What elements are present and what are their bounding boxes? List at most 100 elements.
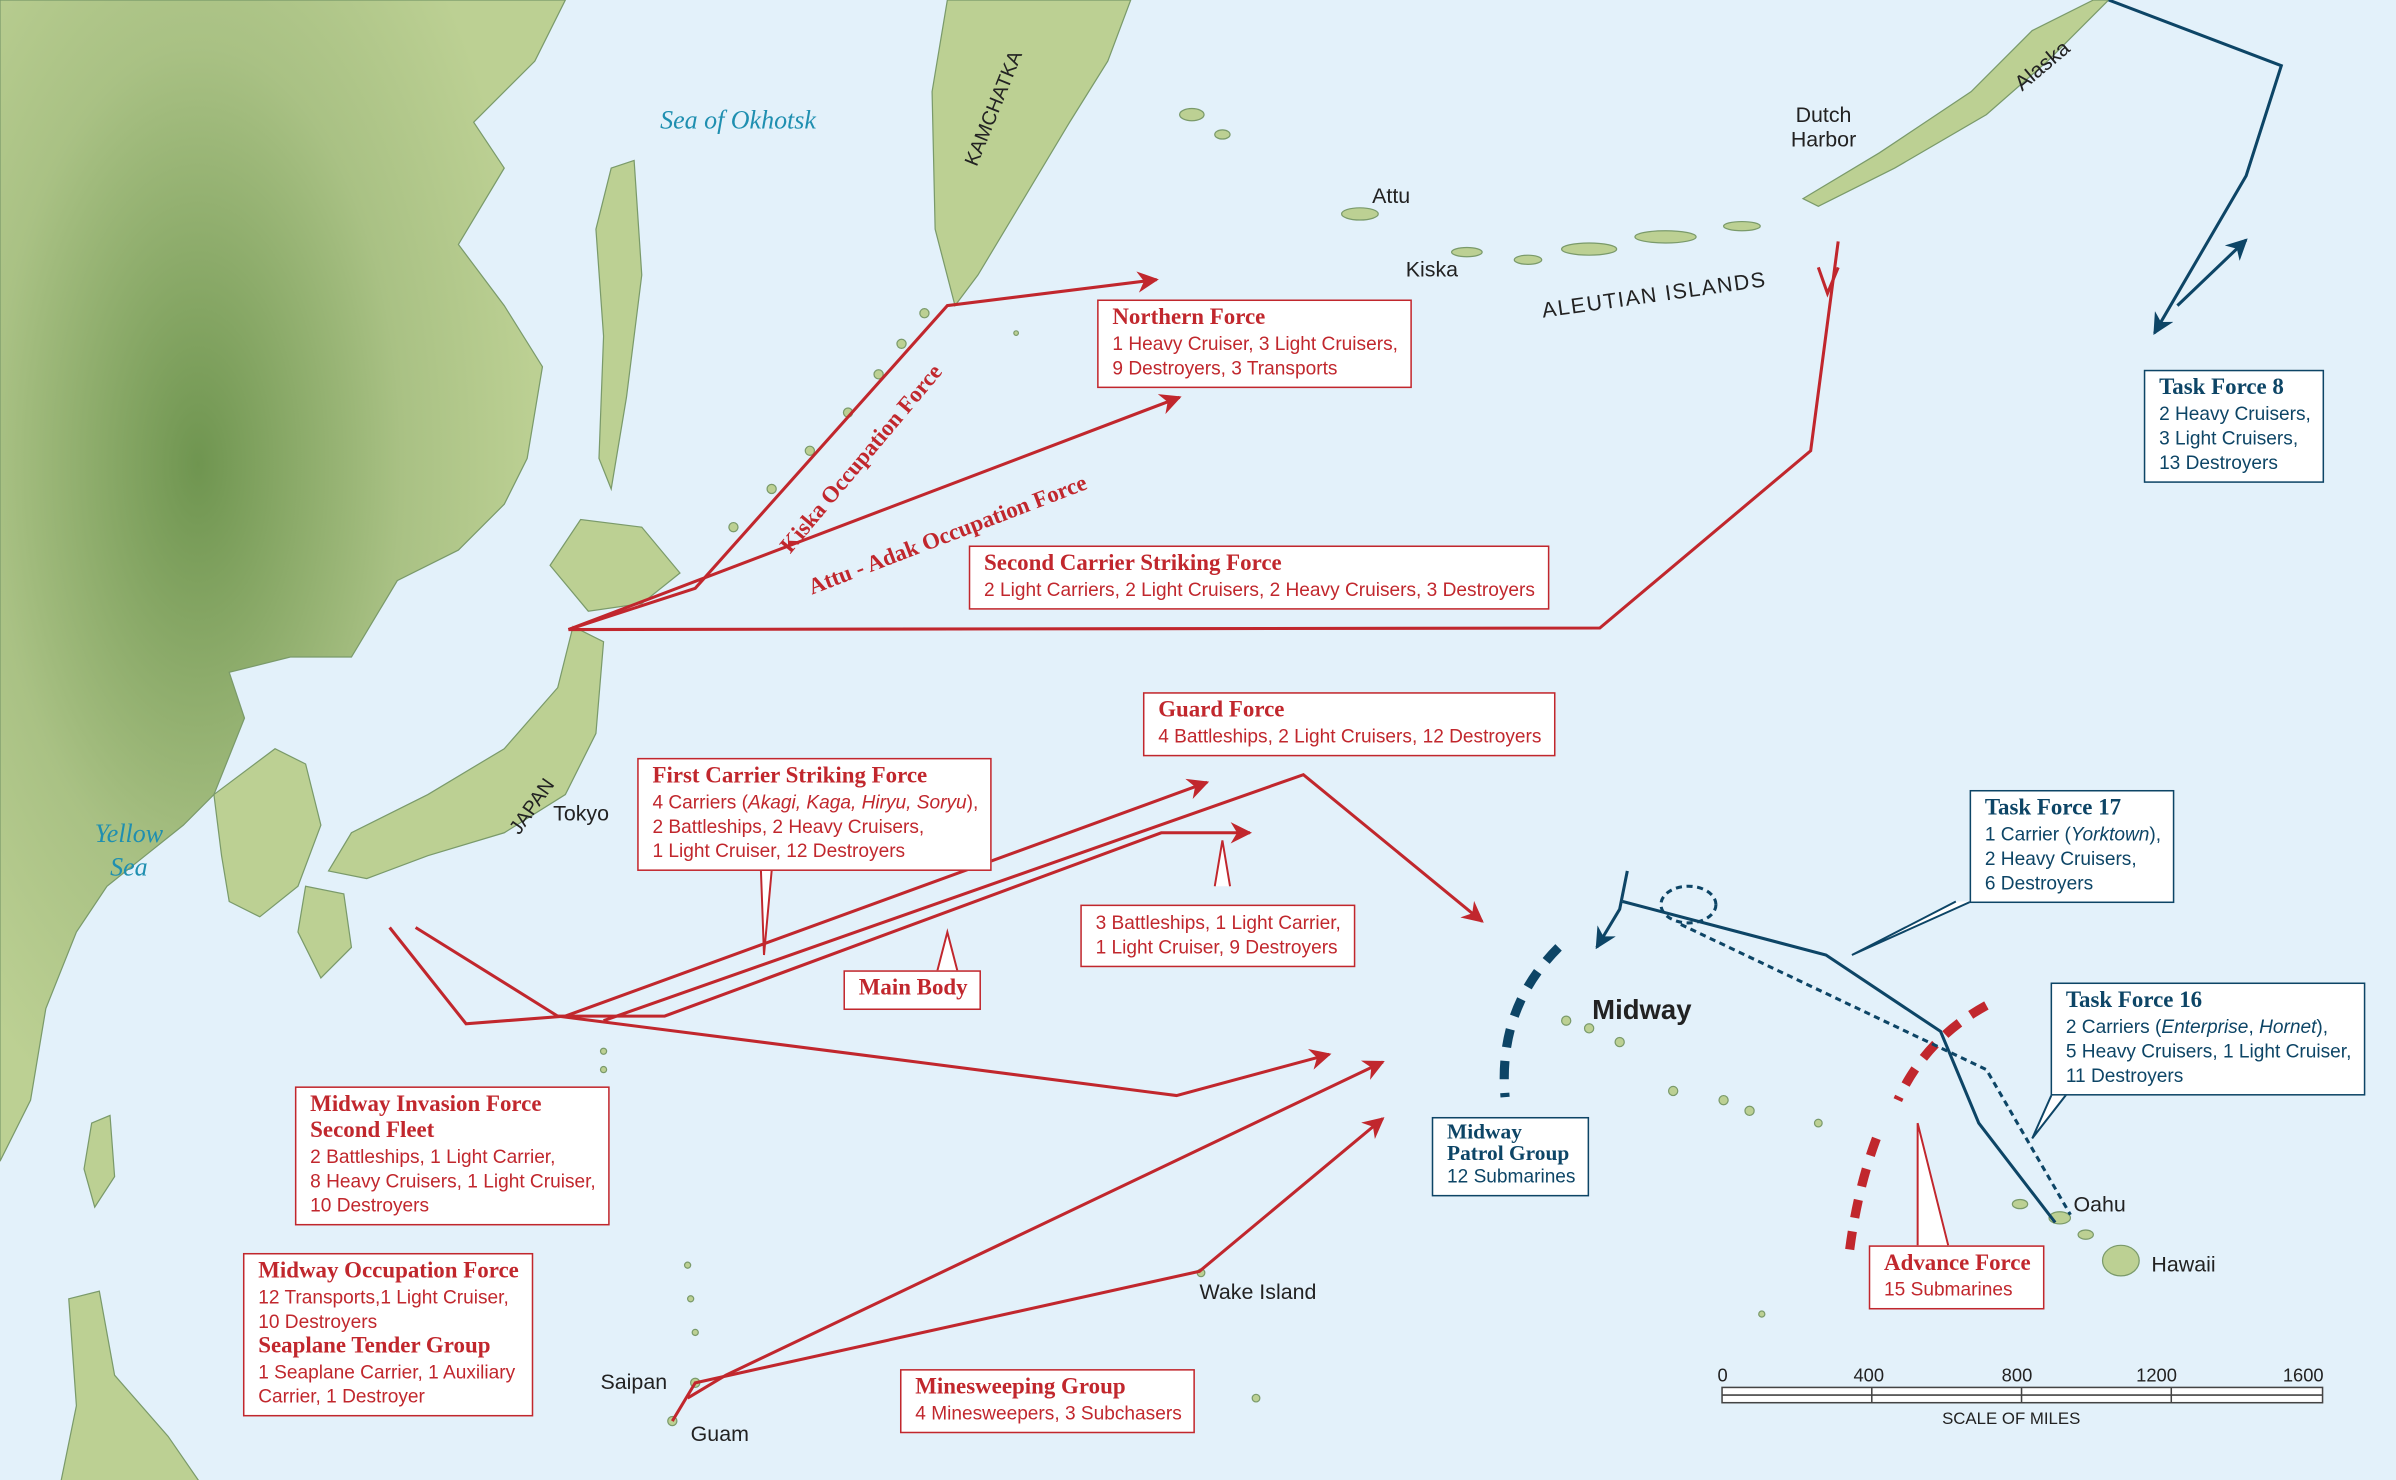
text: 4 Carriers ( xyxy=(652,791,748,813)
line: 4 Minesweepers, 3 Subchasers xyxy=(915,1402,1182,1425)
title: Midway Invasion Force xyxy=(310,1092,542,1117)
subtitle: Patrol Group xyxy=(1447,1142,1570,1166)
occupation-route xyxy=(686,1060,1385,1400)
line: 2 Carriers (Enterprise, Hornet), xyxy=(2066,1015,2352,1039)
first-carrier-force-box: First Carrier Striking Force 4 Carriers … xyxy=(637,757,993,871)
minesweeping-route xyxy=(671,1117,1385,1422)
alaska-peninsula xyxy=(1801,0,2110,207)
main-body-detail-box: 3 Battleships, 1 Light Carrier, 1 Light … xyxy=(1080,904,1355,968)
title: First Carrier Striking Force xyxy=(652,764,928,789)
label-hawaii: Hawaii xyxy=(2151,1251,2216,1276)
label-tokyo: Tokyo xyxy=(553,800,610,826)
philippines xyxy=(60,1290,199,1480)
tf8-route xyxy=(2108,0,2284,335)
line: 4 Carriers (Akagi, Kaga, Hiryu, Soryu), xyxy=(652,790,978,814)
carrier-name: Enterprise xyxy=(2161,1016,2249,1038)
us-routes xyxy=(1499,0,2284,1224)
text: ), xyxy=(2149,823,2162,845)
line: 3 Light Cruisers, xyxy=(2159,427,2299,450)
main-body-route xyxy=(414,822,1253,1018)
line: 1 Carrier (Yorktown), xyxy=(1985,822,2161,846)
scale-bar xyxy=(1721,1386,2324,1404)
tf17-route xyxy=(1680,923,2072,1216)
line: 2 Battleships, 2 Heavy Cruisers, xyxy=(652,815,925,838)
title: Task Force 16 xyxy=(2065,988,2203,1014)
label-wake-island: Wake Island xyxy=(1199,1278,1317,1304)
scale-label: SCALE OF MILES xyxy=(1942,1410,2081,1429)
subtitle: Second Fleet xyxy=(310,1118,435,1143)
line: 13 Destroyers xyxy=(2159,452,2278,474)
midway-patrol-group-box: Midway Patrol Group 12 Submarines xyxy=(1431,1116,1590,1197)
line: 3 Battleships, 1 Light Carrier, xyxy=(1095,912,1341,934)
japanese-routes xyxy=(388,241,1989,1422)
scale-tick-1600: 1600 xyxy=(2282,1364,2324,1386)
title: Northern Force xyxy=(1112,305,1266,331)
first-carrier-route xyxy=(388,778,1210,1026)
kamchatka xyxy=(931,0,1132,307)
label-kiska: Kiska xyxy=(1405,256,1459,282)
title: Task Force 8 xyxy=(2159,375,2284,401)
scale-tick-400: 400 xyxy=(1853,1364,1885,1386)
line: 10 Destroyers xyxy=(258,1311,378,1333)
us-strike-arrow xyxy=(1595,870,1629,950)
text: , xyxy=(2248,1016,2260,1038)
line: 6 Destroyers xyxy=(1984,872,2094,894)
tf-maneuver-loop xyxy=(1659,884,1718,925)
line: Carrier, 1 Destroyer xyxy=(258,1385,425,1408)
line: 1 Seaplane Carrier, 1 Auxiliary xyxy=(258,1361,516,1383)
subtitle: Seaplane Tender Group xyxy=(258,1333,491,1359)
line: 5 Heavy Cruisers, 1 Light Cruiser, xyxy=(2065,1040,2352,1062)
title: Midway xyxy=(1447,1121,1522,1145)
line: 12 Submarines xyxy=(1447,1165,1576,1188)
kyushu xyxy=(297,885,353,979)
attu-adak-route xyxy=(567,394,1182,631)
occupation-force-box: Midway Occupation Force 12 Transports,1 … xyxy=(242,1252,533,1417)
tf16-route xyxy=(1622,900,2057,1224)
task-force-17-box: Task Force 17 1 Carrier (Yorktown), 2 He… xyxy=(1969,789,2175,904)
line: 9 Destroyers, 3 Transports xyxy=(1112,357,1338,379)
leader-lines xyxy=(759,840,2087,1246)
line: 1 Light Cruiser, 12 Destroyers xyxy=(652,840,906,862)
line: 12 Transports,1 Light Cruiser, xyxy=(258,1286,509,1308)
line: 15 Submarines xyxy=(1884,1278,2013,1301)
label-dutch: Dutch xyxy=(1795,102,1852,127)
title: Second Carrier Striking Force xyxy=(984,551,1282,577)
honshu xyxy=(327,625,605,880)
task-force-8-box: Task Force 8 2 Heavy Cruisers, 3 Light C… xyxy=(2143,369,2325,483)
title: Advance Force xyxy=(1884,1251,2031,1276)
advance-force-submarine-line-1 xyxy=(1893,1001,1989,1103)
scale-tick-0: 0 xyxy=(1717,1364,1728,1386)
sakhalin xyxy=(595,159,643,492)
taiwan xyxy=(83,1114,116,1209)
carrier-names: Akagi, Kaga, Hiryu, Soryu xyxy=(747,791,967,813)
second-carrier-route xyxy=(568,241,1840,632)
task-force-16-box: Task Force 16 2 Carriers (Enterprise, Ho… xyxy=(2050,982,2366,1096)
text: 1 Carrier ( xyxy=(1984,823,2071,845)
korea xyxy=(213,748,322,918)
title: Minesweeping Group xyxy=(915,1375,1126,1400)
guard-force-route xyxy=(603,772,1484,1023)
text: 2 Carriers ( xyxy=(2065,1016,2162,1038)
line: 2 Light Carriers, 2 Light Cruisers, 2 He… xyxy=(984,579,1535,601)
text: ), xyxy=(966,791,979,813)
asia-mainland xyxy=(0,0,567,1162)
line: 10 Destroyers xyxy=(310,1194,430,1217)
label-yellow: Yellow xyxy=(94,819,164,849)
scale-tick-1200: 1200 xyxy=(2136,1364,2177,1386)
carrier-name: Yorktown xyxy=(2070,823,2150,845)
minesweeping-group-box: Minesweeping Group 4 Minesweepers, 3 Sub… xyxy=(899,1369,1196,1434)
line: 4 Battleships, 2 Light Cruisers, 12 Dest… xyxy=(1158,725,1542,748)
kuril-islands xyxy=(728,308,930,533)
tf8-return xyxy=(2176,238,2248,307)
pacific-islands xyxy=(599,330,1261,1427)
northern-force-box: Northern Force 1 Heavy Cruiser, 3 Light … xyxy=(1097,299,1412,389)
line: 2 Heavy Cruisers, xyxy=(2159,403,2311,425)
landmasses xyxy=(0,0,2140,1480)
guard-force-box: Guard Force 4 Battleships, 2 Light Cruis… xyxy=(1142,692,1556,757)
advance-force-box: Advance Force 15 Submarines xyxy=(1868,1245,2045,1310)
invasion-route xyxy=(557,1014,1332,1098)
label-attu: Attu xyxy=(1372,183,1411,208)
